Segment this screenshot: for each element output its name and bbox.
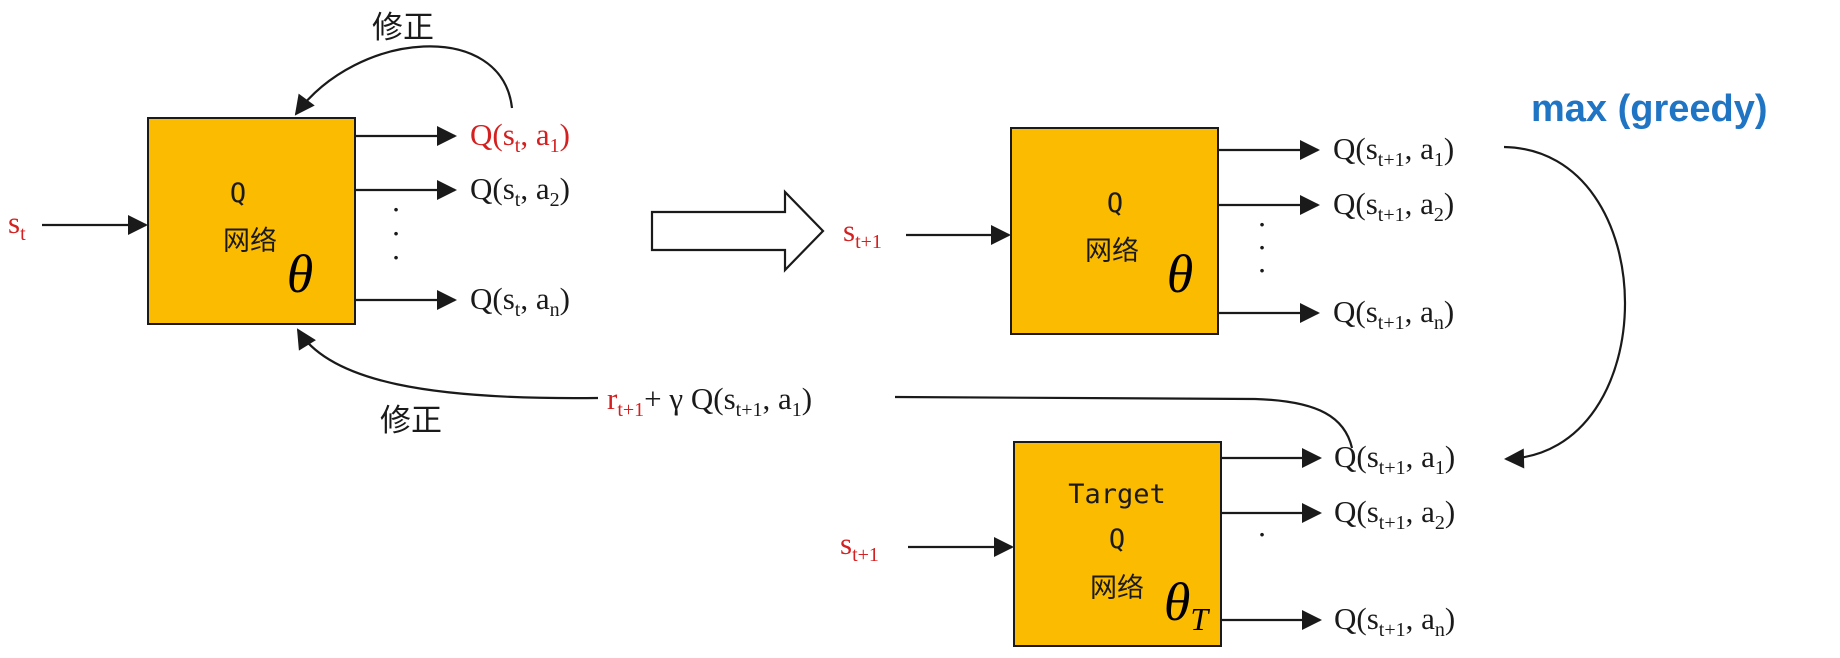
input-state-t: st <box>8 205 26 245</box>
input-state-t1: st+1 <box>843 213 882 253</box>
bottom-correction-arrow <box>296 328 599 400</box>
target-q-network-box <box>1013 441 1222 647</box>
right-theta: θ <box>1167 244 1194 304</box>
svg-text:·: · <box>1257 230 1267 265</box>
target-output-q1: Q(st+1, a1) <box>1334 439 1455 479</box>
left-q-network-box <box>147 117 356 325</box>
left-output-q1: Q(st, a1) <box>470 117 570 157</box>
top-correction-arrow <box>294 45 514 116</box>
target-q-network: Target Q 网络 θT <box>1013 441 1222 647</box>
left-output-q2: Q(st, a2) <box>470 171 570 211</box>
left-vertical-ellipsis: · · · <box>391 192 401 275</box>
left-theta: θ <box>287 244 314 304</box>
right-q-network: Q 网络 θ <box>1010 127 1219 335</box>
target-input-state-t1: st+1 <box>840 526 879 566</box>
left-output-qn: Q(st, an) <box>470 281 570 321</box>
td-target-line-right <box>894 395 1354 449</box>
right-output-qn: Q(st+1, an) <box>1333 294 1454 334</box>
bottom-correction-label: 修正 <box>380 403 442 438</box>
left-network-label: 网络 <box>223 226 277 257</box>
top-correction-label: 修正 <box>372 10 434 45</box>
right-network-label: 网络 <box>1085 236 1139 267</box>
right-q-network-box <box>1010 127 1219 335</box>
svg-text:·: · <box>391 216 401 251</box>
target-network-label: 网络 <box>1090 573 1144 604</box>
left-q-network: Q 网络 θ <box>147 117 356 325</box>
td-target-label: rt+1+ γ Q(st+1, a1) <box>607 381 812 421</box>
svg-text:·: · <box>1257 207 1267 242</box>
right-output-q2: Q(st+1, a2) <box>1333 186 1454 226</box>
target-label: Target <box>1068 479 1166 510</box>
target-q-letter: Q <box>1109 524 1125 555</box>
transition-hollow-arrow <box>650 189 825 273</box>
target-output-q2: Q(st+1, a2) <box>1334 494 1455 534</box>
greedy-max-arrow <box>1503 145 1627 469</box>
right-vertical-ellipsis: · · · <box>1257 207 1267 288</box>
target-theta: θT <box>1164 572 1211 637</box>
target-output-qn: Q(st+1, an) <box>1334 601 1455 641</box>
svg-text:·: · <box>391 240 401 275</box>
left-q-letter: Q <box>230 178 246 209</box>
right-q-letter: Q <box>1107 188 1123 219</box>
greedy-label: max (greedy) <box>1531 88 1768 130</box>
right-output-q1: Q(st+1, a1) <box>1333 131 1454 171</box>
target-ellipsis: · <box>1257 517 1267 552</box>
svg-text:·: · <box>1257 253 1267 288</box>
svg-text:·: · <box>391 192 401 227</box>
